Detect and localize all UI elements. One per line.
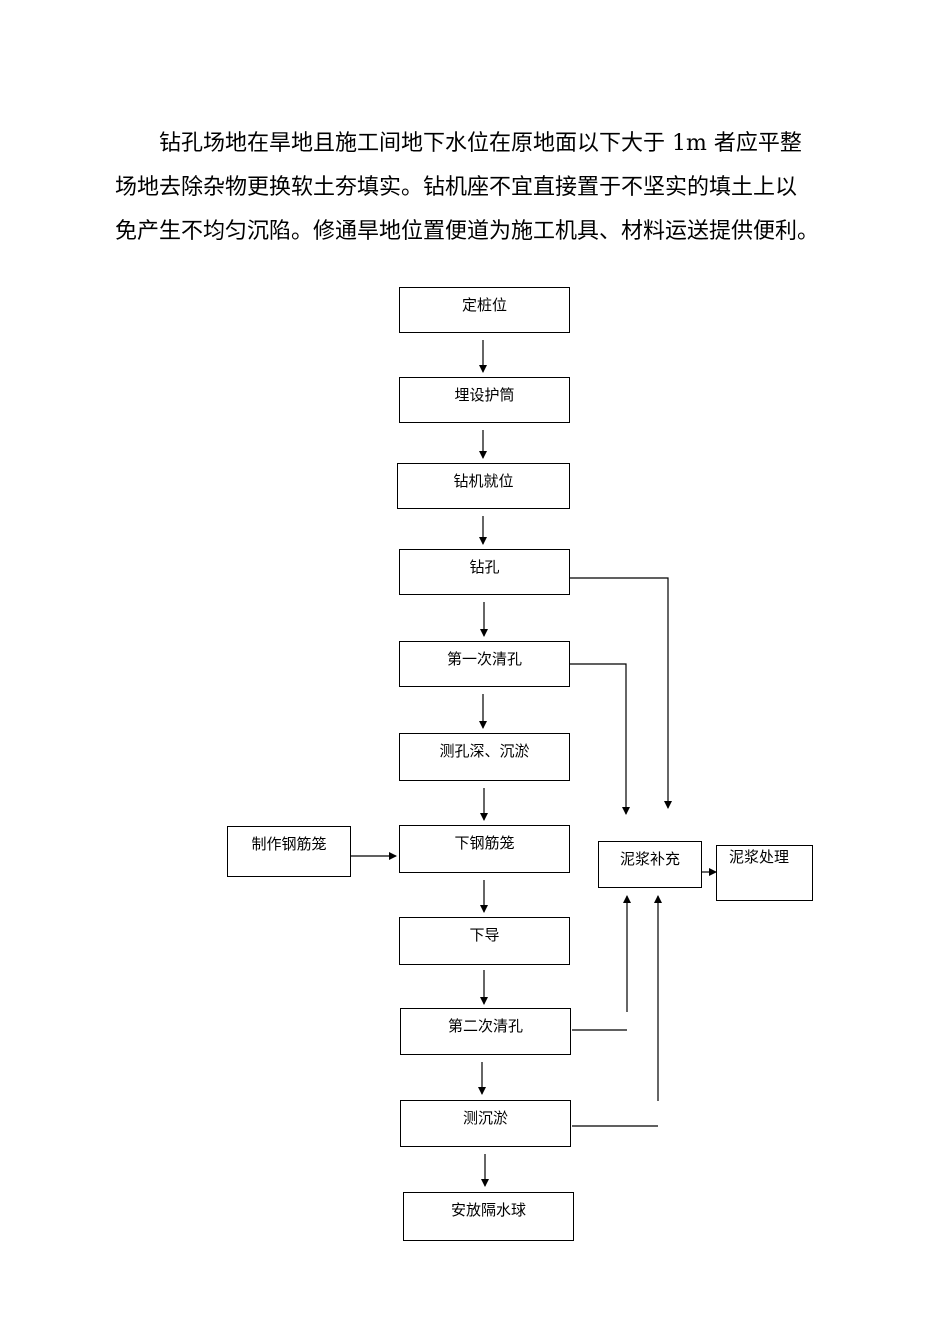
paragraph-line-1: 钻孔场地在旱地且施工间地下水位在原地面以下大于 1m 者应平整 — [159, 131, 802, 156]
mud-supply: 泥浆补充 — [598, 841, 702, 888]
paragraph-line-2: 场地去除杂物更换软土夯填实。钻机座不宜直接置于不坚实的填土上以 — [115, 175, 798, 200]
side-make-cage: 制作钢筋笼 — [227, 826, 351, 877]
mud-treatment: 泥浆处理 — [716, 845, 813, 901]
step-casing: 埋设护筒 — [399, 377, 570, 423]
intro-paragraph: 钻孔场地在旱地且施工间地下水位在原地面以下大于 1m 者应平整 场地去除杂物更换… — [115, 122, 835, 254]
step-rig-positioning: 钻机就位 — [397, 463, 570, 509]
step-first-cleaning: 第一次清孔 — [399, 641, 570, 687]
step-second-cleaning: 第二次清孔 — [400, 1008, 571, 1055]
paragraph-line-3: 免产生不均匀沉陷。修通旱地位置便道为施工机具、材料运送提供便利。 — [115, 219, 820, 244]
step-measure-depth: 测孔深、沉淤 — [399, 733, 570, 781]
step-pile-positioning: 定桩位 — [399, 287, 570, 333]
step-lower-tremie: 下导 — [399, 917, 570, 965]
line-drill-to-mud — [570, 577, 672, 809]
step-measure-sediment: 测沉淤 — [400, 1100, 571, 1147]
step-drilling: 钻孔 — [399, 549, 570, 595]
step-place-ball: 安放隔水球 — [403, 1192, 574, 1241]
step-lower-cage: 下钢筋笼 — [399, 825, 570, 873]
line-clean1-to-mud — [570, 663, 630, 815]
